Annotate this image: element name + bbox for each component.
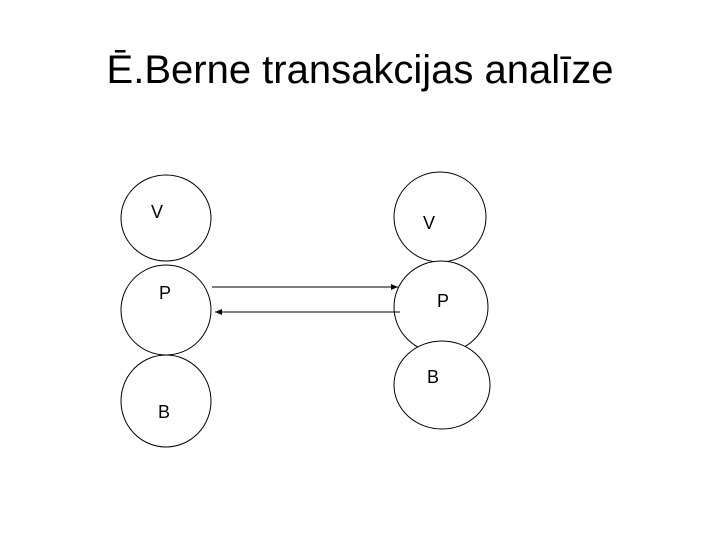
left-state-p-circle	[120, 264, 212, 356]
left-state-p-label: P	[159, 283, 171, 303]
transactions	[212, 284, 400, 315]
right-state-p-label: P	[437, 291, 449, 311]
right-state-b-label: B	[427, 367, 439, 387]
left-state-b-label: B	[158, 402, 170, 422]
left-state-b-circle	[120, 354, 212, 448]
slide-title: Ē.Berne transakcijas analīze	[106, 48, 614, 92]
right-state-b-circle	[393, 340, 491, 430]
right-state-v-circle	[393, 171, 487, 263]
left-state-v-circle	[120, 174, 212, 262]
left-person: V P B	[120, 174, 212, 448]
right-state-v-label: V	[423, 213, 435, 233]
right-person: V P B	[393, 171, 491, 430]
left-state-v-label: V	[151, 202, 163, 222]
